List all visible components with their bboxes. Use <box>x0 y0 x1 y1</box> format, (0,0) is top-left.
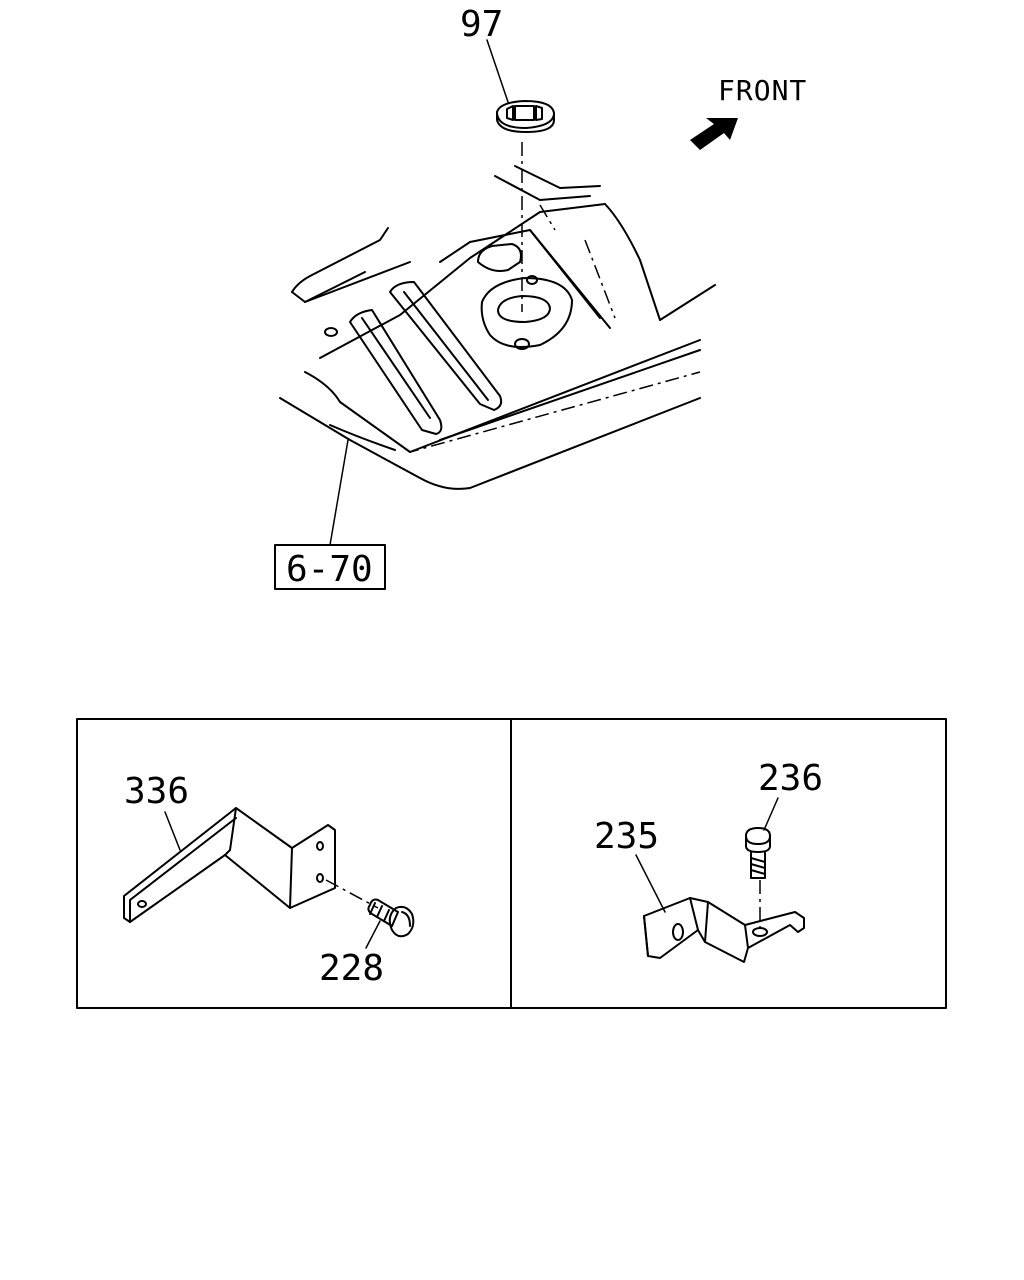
bolt-228-install-line <box>325 879 379 909</box>
label-236: 236 <box>758 758 823 799</box>
leader-97 <box>486 39 509 103</box>
leader-336 <box>164 811 181 851</box>
bolt-236 <box>745 827 771 879</box>
leader-236 <box>763 797 779 831</box>
label-97: 97 <box>460 4 503 45</box>
grommet-part <box>496 100 555 133</box>
leader-235 <box>635 854 666 913</box>
reference-box <box>274 544 386 590</box>
leader-6-70 <box>329 439 349 546</box>
label-228: 228 <box>319 948 384 989</box>
bracket-336 <box>123 807 336 923</box>
front-arrow-icon <box>690 118 738 150</box>
front-label: FRONT <box>718 74 807 107</box>
label-336: 336 <box>124 771 189 812</box>
leader-228 <box>365 920 381 949</box>
bracket-235 <box>643 897 805 963</box>
bolt-228 <box>367 898 415 938</box>
floor-panel <box>279 165 716 490</box>
label-6-70: 6-70 <box>286 549 373 590</box>
label-235: 235 <box>594 816 659 857</box>
